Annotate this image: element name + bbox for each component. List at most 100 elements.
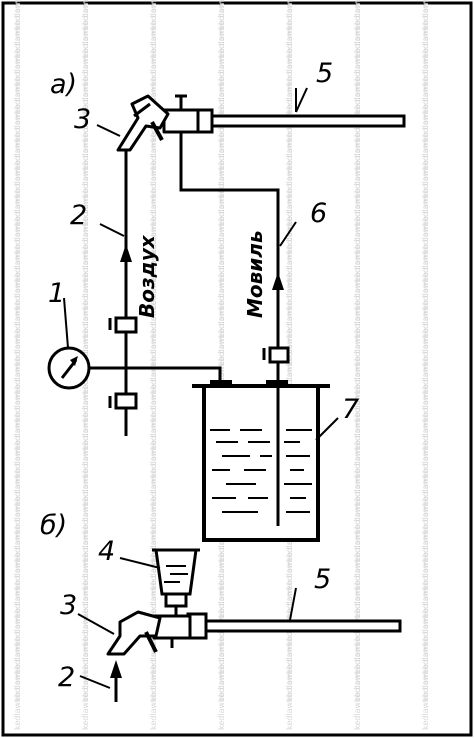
watermark-text: kedlaweb.com bbox=[13, 616, 22, 674]
watermark-text: kedlaweb.com bbox=[13, 280, 22, 338]
label-7: 7 bbox=[342, 394, 359, 425]
spray-gun-top bbox=[116, 94, 200, 152]
watermark-text: kedlaweb.com bbox=[285, 84, 294, 142]
watermark-text: kedlaweb.com bbox=[353, 224, 362, 282]
watermark-text: kedlaweb.com bbox=[285, 0, 294, 58]
watermark-text: kedlaweb.com bbox=[353, 588, 362, 646]
watermark-text: kedlaweb.com bbox=[217, 28, 226, 86]
label-3-bottom: 3 bbox=[60, 590, 77, 621]
watermark-text: kedlaweb.com bbox=[81, 644, 90, 702]
watermark-text: kedlaweb.com bbox=[421, 112, 430, 170]
watermark-text: kedlaweb.com bbox=[81, 56, 90, 114]
watermark-text: kedlaweb.com bbox=[81, 0, 90, 58]
watermark-text: kedlaweb.com bbox=[217, 196, 226, 254]
watermark-text: kedlaweb.com bbox=[285, 252, 294, 310]
watermark-text: kedlaweb.com bbox=[421, 448, 430, 506]
watermark-text: kedlaweb.com bbox=[421, 0, 430, 58]
watermark-text: kedlaweb.com bbox=[217, 588, 226, 646]
watermark-text: kedlaweb.com bbox=[217, 280, 226, 338]
label-2-top: 2 bbox=[70, 200, 87, 231]
watermark-text: kedlaweb.com bbox=[13, 532, 22, 590]
watermark-text: kedlaweb.com bbox=[149, 224, 158, 282]
watermark-text: kedlaweb.com bbox=[353, 476, 362, 534]
watermark-text: kedlaweb.com bbox=[285, 28, 294, 86]
watermark-text: kedlaweb.com bbox=[217, 308, 226, 366]
watermark-text: kedlaweb.com bbox=[13, 0, 22, 30]
watermark-text: kedlaweb.com bbox=[81, 252, 90, 310]
watermark-text: kedlaweb.com bbox=[81, 168, 90, 226]
watermark-text: kedlaweb.com bbox=[217, 336, 226, 394]
watermark-text: kedlaweb.com bbox=[217, 168, 226, 226]
watermark-text: kedlaweb.com bbox=[81, 280, 90, 338]
air-inlet-arrow bbox=[110, 660, 122, 702]
watermark-text: kedlaweb.com bbox=[421, 336, 430, 394]
watermark-text: kedlaweb.com bbox=[353, 308, 362, 366]
watermark-text: kedlaweb.com bbox=[217, 644, 226, 702]
watermark-text: kedlaweb.com bbox=[149, 644, 158, 702]
mobil-label: Мовиль bbox=[243, 230, 267, 318]
watermark-text: kedlaweb.com bbox=[13, 168, 22, 226]
pressure-gauge bbox=[47, 346, 126, 390]
watermark-text: kedlaweb.com bbox=[285, 644, 294, 702]
watermark-text: kedlaweb.com bbox=[81, 196, 90, 254]
watermark-text: kedlaweb.com bbox=[353, 392, 362, 450]
watermark-text: kedlaweb.com bbox=[13, 252, 22, 310]
watermark-text: kedlaweb.com bbox=[81, 476, 90, 534]
watermark-text: kedlaweb.com bbox=[149, 0, 158, 58]
watermark-text: kedlaweb.com bbox=[149, 364, 158, 422]
watermark-text: kedlaweb.com bbox=[285, 196, 294, 254]
pressure-tank bbox=[192, 380, 330, 542]
watermark-text: kedlaweb.com bbox=[285, 56, 294, 114]
air-label: Воздух bbox=[135, 234, 159, 318]
watermark-text: kedlaweb.com bbox=[217, 672, 226, 730]
watermark-text: kedlaweb.com bbox=[13, 224, 22, 282]
watermark-text: kedlaweb.com bbox=[421, 364, 430, 422]
watermark-text: kedlaweb.com bbox=[285, 560, 294, 618]
watermark-text: kedlaweb.com bbox=[421, 196, 430, 254]
label-2-bottom: 2 bbox=[58, 662, 75, 693]
spray-gun-bottom bbox=[106, 610, 192, 656]
watermark-text: kedlaweb.com bbox=[81, 560, 90, 618]
watermark-text: kedlaweb.com bbox=[421, 616, 430, 674]
watermark-text: kedlaweb.com bbox=[149, 420, 158, 478]
watermark-text: kedlaweb.com bbox=[421, 252, 430, 310]
watermark-text: kedlaweb.com bbox=[149, 168, 158, 226]
watermark-text: kedlaweb.com bbox=[81, 504, 90, 562]
watermark-text: kedlaweb.com bbox=[421, 420, 430, 478]
watermark-text: kedlaweb.com bbox=[13, 448, 22, 506]
watermark-text: kedlaweb.com bbox=[421, 560, 430, 618]
watermark-text: kedlaweb.com bbox=[353, 0, 362, 30]
watermark-text: kedlaweb.com bbox=[421, 168, 430, 226]
watermark-text: kedlaweb.com bbox=[81, 140, 90, 198]
watermark-text: kedlaweb.com bbox=[13, 420, 22, 478]
watermark-text: kedlaweb.com bbox=[353, 112, 362, 170]
watermark-text: kedlaweb.com bbox=[285, 588, 294, 646]
air-valve-upper bbox=[108, 316, 138, 334]
watermark-text: kedlaweb.com bbox=[13, 56, 22, 114]
watermark-text: kedlaweb.com bbox=[217, 252, 226, 310]
watermark-text: kedlaweb.com bbox=[353, 140, 362, 198]
watermark-text: kedlaweb.com bbox=[353, 644, 362, 702]
label-3-top: 3 bbox=[74, 104, 91, 135]
watermark-text: kedlaweb.com bbox=[149, 140, 158, 198]
watermark-text: kedlaweb.com bbox=[421, 280, 430, 338]
watermark-text: kedlaweb.com bbox=[13, 112, 22, 170]
watermark-text: kedlaweb.com bbox=[81, 420, 90, 478]
air-flow-arrow bbox=[120, 244, 132, 262]
watermark-text: kedlaweb.com bbox=[13, 588, 22, 646]
watermark-text: kedlaweb.com bbox=[421, 28, 430, 86]
label-1: 1 bbox=[48, 278, 65, 309]
watermark-text: kedlaweb.com bbox=[13, 0, 22, 58]
watermark-text: kedlaweb.com bbox=[13, 364, 22, 422]
watermark-text: kedlaweb.com bbox=[353, 84, 362, 142]
watermark-text: kedlaweb.com bbox=[285, 140, 294, 198]
watermark-text: kedlaweb.com bbox=[81, 448, 90, 506]
watermark-text: kedlaweb.com bbox=[149, 532, 158, 590]
watermark-text: kedlaweb.com bbox=[421, 140, 430, 198]
watermark-text: kedlaweb.com bbox=[13, 84, 22, 142]
label-4: 4 bbox=[98, 536, 115, 567]
watermark-text: kedlaweb.com bbox=[353, 252, 362, 310]
watermark-text: kedlaweb.com bbox=[81, 112, 90, 170]
